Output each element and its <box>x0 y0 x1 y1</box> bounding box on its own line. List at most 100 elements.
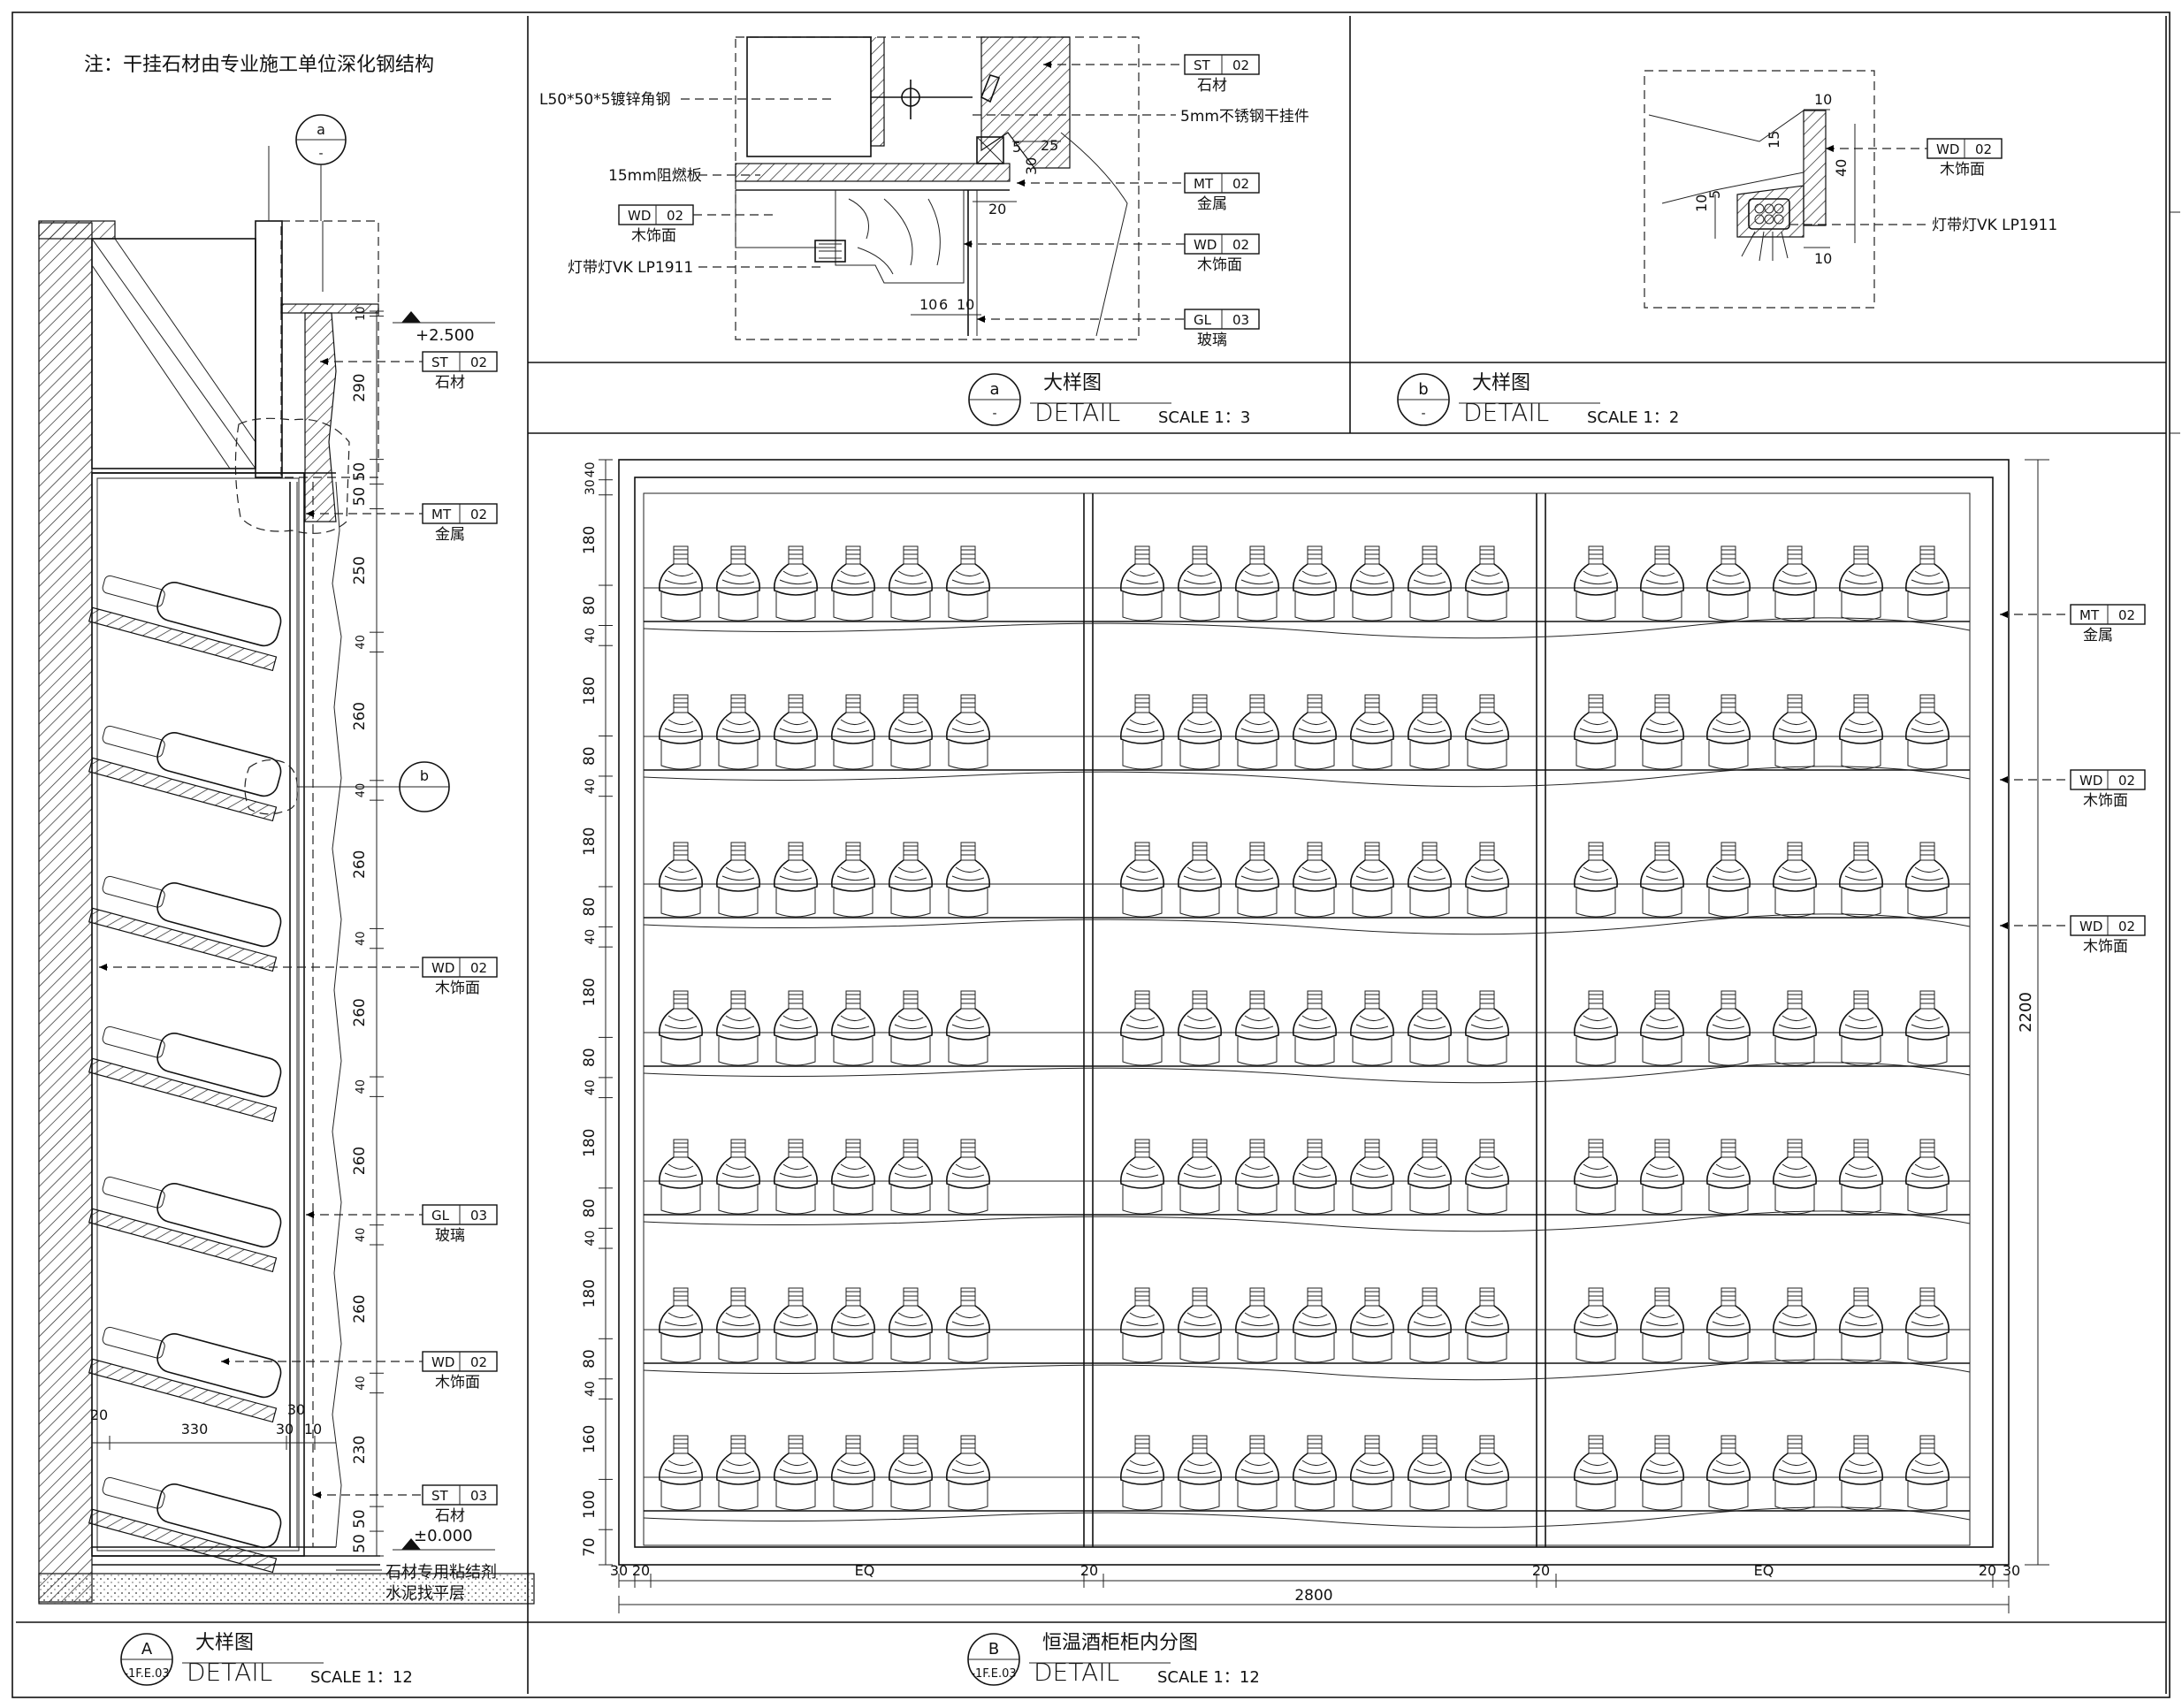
bottle-body <box>833 1186 874 1215</box>
bottle-cap <box>1787 545 1803 565</box>
bottle-shoulder <box>716 1453 760 1485</box>
dim-value: 40 <box>355 635 368 650</box>
bottle-pattern <box>1579 1312 1613 1327</box>
dim-value: 30 <box>610 1562 628 1579</box>
bottle-body <box>1708 1334 1749 1363</box>
front-bottle <box>1773 694 1817 770</box>
dim-value: 10 <box>304 1421 322 1437</box>
cap-ribs <box>1721 1291 1736 1301</box>
front-bottle <box>1408 1287 1452 1363</box>
front-bottle <box>889 694 933 770</box>
tag-code: GL <box>431 1208 450 1224</box>
bottle-body <box>718 888 759 918</box>
cap-ribs <box>674 1142 688 1153</box>
bottle-body <box>1409 1037 1450 1066</box>
shelf-edge <box>643 1210 1971 1232</box>
cap-ribs <box>1193 845 1207 856</box>
bottle-body <box>1467 1037 1507 1066</box>
front-bottle <box>1235 1287 1279 1363</box>
bottle-shoulder <box>1235 1156 1279 1189</box>
bottle-pattern <box>1645 1460 1679 1475</box>
cap-ribs <box>961 698 975 708</box>
bottle-pattern <box>1355 719 1389 734</box>
bottle-cap <box>845 1287 861 1307</box>
bottle-cap <box>1919 842 1935 861</box>
bottle-pattern <box>1579 719 1613 734</box>
bottle-body <box>718 1186 759 1215</box>
front-bottle <box>1706 1287 1751 1363</box>
bottle-shoulder <box>1773 563 1817 596</box>
bottle-cap <box>1919 545 1935 565</box>
bottle-pattern <box>1645 1015 1679 1030</box>
bottle-shoulder <box>1235 859 1279 892</box>
wine-cabinet-elevation: 4030180804018080401808040180804018080401… <box>581 459 2146 1613</box>
detail-b-dim: 10 <box>1814 91 1832 108</box>
bottle-neck <box>102 1476 165 1509</box>
front-bottle <box>1408 842 1452 918</box>
front-bottle <box>1235 990 1279 1066</box>
bottle-body <box>1467 592 1507 621</box>
cap-ribs <box>1920 549 1934 560</box>
bottle-body <box>948 1186 988 1215</box>
bottle-pattern <box>1645 1312 1679 1327</box>
bottle-body <box>1294 741 1335 770</box>
cap-ribs <box>1655 994 1669 1004</box>
section-dimension-chain: 1029050502504026040260402604026040260402… <box>351 307 384 1557</box>
callout-a-dash: - <box>318 147 323 161</box>
bottle-cap <box>1192 842 1208 861</box>
detail-a-callout-cloud <box>234 417 350 534</box>
bottle-pattern <box>1298 719 1331 734</box>
tag-label: 木饰面 <box>1940 161 1985 179</box>
cap-ribs <box>1854 549 1868 560</box>
tag-label: 金属 <box>2083 627 2113 644</box>
bottle-pattern <box>1778 570 1812 585</box>
bottle-pattern <box>1298 570 1331 585</box>
bottle-cap <box>1134 545 1150 565</box>
bottle-body <box>156 1483 282 1549</box>
bottle-body <box>1907 1037 1948 1066</box>
bottle-body <box>1708 1186 1749 1215</box>
bottle-cap <box>1364 990 1380 1010</box>
bottle-pattern <box>951 1312 985 1327</box>
cap-ribs <box>1721 698 1736 708</box>
bottle-pattern <box>1355 1163 1389 1178</box>
bottle-pattern <box>1645 1163 1679 1178</box>
front-bottle <box>716 842 760 918</box>
detail-a-board <box>735 163 1011 182</box>
bottle-body <box>1708 1482 1749 1511</box>
cap-ribs <box>1788 1438 1802 1449</box>
bottle-body <box>775 1334 816 1363</box>
floor-slab <box>38 1573 535 1605</box>
side-bottle <box>88 725 282 822</box>
bottle-cap <box>1720 1287 1736 1307</box>
bottle-body <box>1467 888 1507 918</box>
dim-value: 160 <box>581 1425 599 1453</box>
shelf-board <box>88 907 278 972</box>
bottle-shoulder <box>716 563 760 596</box>
bottle-cap <box>1853 842 1869 861</box>
bottle-pattern <box>1778 866 1812 881</box>
bottle-shoulder <box>946 859 990 892</box>
bottle-pattern <box>1712 1015 1745 1030</box>
bottle-body <box>1907 1334 1948 1363</box>
bottle-cap <box>845 545 861 565</box>
cap-ribs <box>731 845 745 856</box>
